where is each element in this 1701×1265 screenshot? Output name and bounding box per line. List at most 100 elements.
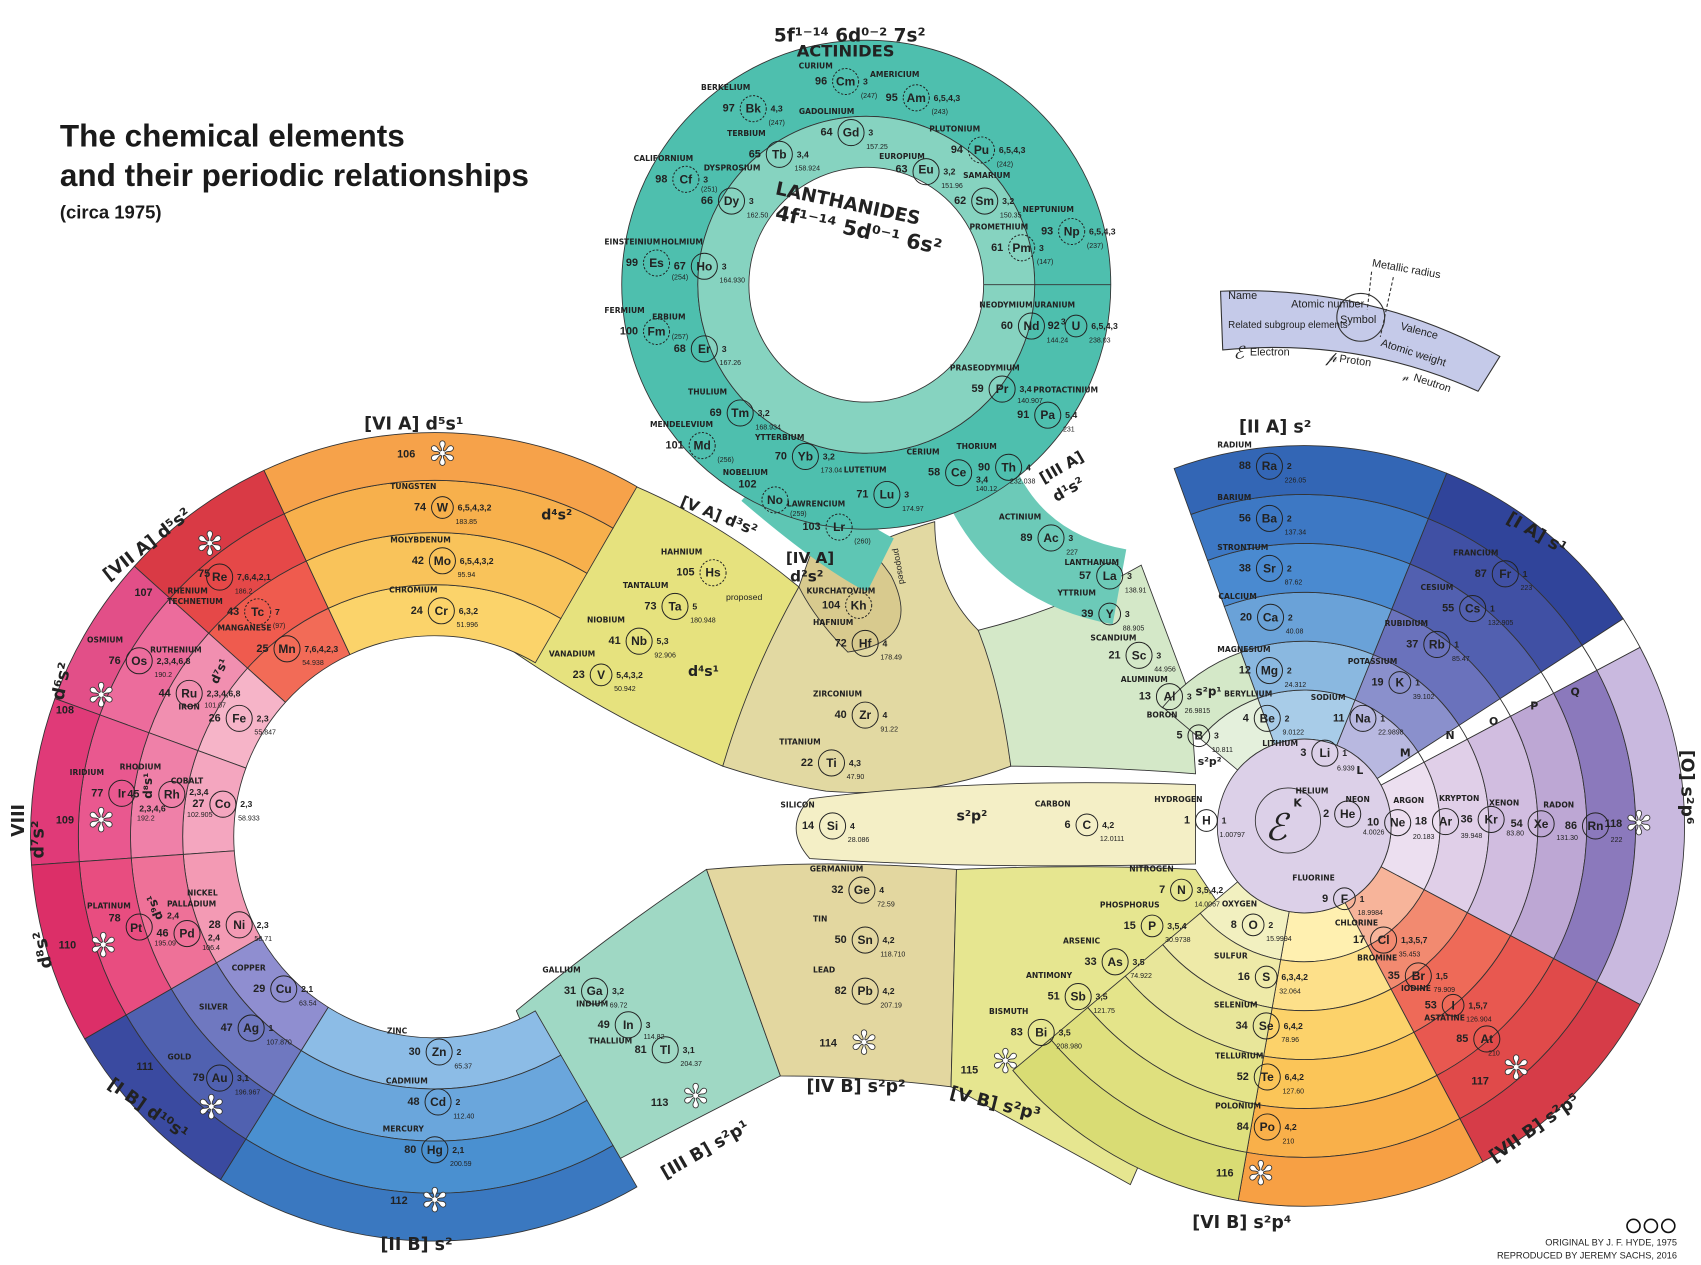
element-symbol: Er bbox=[698, 342, 711, 356]
element-circle bbox=[672, 165, 700, 193]
valence: 7,6,4,2,3 bbox=[304, 644, 338, 654]
atomic-weight: 69.72 bbox=[610, 1002, 628, 1009]
asterisk-icon: ✻ bbox=[196, 525, 223, 563]
element-name: OSMIUM bbox=[87, 635, 123, 644]
element-circle bbox=[688, 432, 716, 460]
element-circle bbox=[848, 876, 876, 904]
atomic-weight: 26.9815 bbox=[1185, 708, 1211, 715]
valence: 3,2 bbox=[943, 167, 955, 177]
element-name: RADIUM bbox=[1217, 441, 1252, 450]
element-symbol: Ar bbox=[1439, 815, 1453, 829]
legend-electron: Electron bbox=[1250, 346, 1290, 358]
band-iib bbox=[219, 1138, 638, 1242]
label-vib: [VI B] s²p⁴ bbox=[1192, 1213, 1291, 1233]
atomic-number: 24 bbox=[411, 605, 423, 617]
element-symbol: Co bbox=[215, 797, 231, 811]
atomic-number: 84 bbox=[1237, 1121, 1249, 1133]
element-name: LEAD bbox=[813, 966, 835, 975]
atomic-number: 53 bbox=[1425, 999, 1437, 1011]
element-symbol: Te bbox=[1261, 1070, 1274, 1084]
valence: 3 bbox=[1214, 731, 1219, 741]
element-name: SODIUM bbox=[1311, 693, 1346, 702]
atomic-number: 90 bbox=[978, 461, 990, 473]
element-name: RUTHENIUM bbox=[150, 645, 202, 654]
element-name: MENDELEVIUM bbox=[650, 420, 713, 429]
element-name: HAFNIUM bbox=[813, 618, 853, 627]
atomic-number: 104 bbox=[822, 599, 840, 611]
electron-icon: ℰ bbox=[1265, 806, 1291, 849]
valence: 2,1 bbox=[301, 984, 313, 994]
element-symbol: Hg bbox=[427, 1143, 443, 1157]
element-symbol: Lu bbox=[880, 487, 895, 501]
element-symbol: Cs bbox=[1465, 602, 1481, 616]
element-symbol: Sm bbox=[975, 194, 994, 208]
legend-metallic-radius: Metallic radius bbox=[1371, 257, 1442, 281]
valence: 2 bbox=[1268, 920, 1273, 930]
valence: 2 bbox=[1287, 666, 1292, 676]
atomic-number: 18 bbox=[1415, 816, 1427, 828]
valence: 3 bbox=[1039, 243, 1044, 253]
element-circle bbox=[1255, 554, 1283, 582]
atomic-weight: 162.50 bbox=[747, 212, 769, 219]
atomic-number: 41 bbox=[609, 635, 621, 647]
element-name: SILICON bbox=[780, 800, 814, 809]
valence: 1 bbox=[1222, 816, 1227, 826]
valence: 5,4,3,2 bbox=[616, 670, 643, 680]
element-symbol: Pm bbox=[1012, 241, 1031, 255]
atomic-number: 95 bbox=[886, 92, 898, 104]
band-iiia-inner bbox=[1162, 651, 1259, 740]
label-zero: [O] s²p⁶ bbox=[1676, 750, 1696, 825]
valence: 1 bbox=[1490, 604, 1495, 614]
element-name: TECHNETIUM bbox=[167, 597, 223, 606]
atomic-number: 65 bbox=[749, 148, 761, 160]
element-symbol: Cd bbox=[430, 1095, 446, 1109]
element-circle bbox=[661, 592, 689, 620]
atomic-number: 13 bbox=[1139, 691, 1151, 703]
element-symbol: Ra bbox=[1262, 459, 1278, 473]
atomic-number: 114 bbox=[819, 1037, 837, 1049]
atomic-number: 82 bbox=[835, 985, 847, 997]
valence: 2,1 bbox=[452, 1145, 464, 1155]
atomic-number: 5 bbox=[1176, 730, 1182, 742]
atomic-weight: 58.933 bbox=[238, 816, 260, 823]
element-symbol: Tl bbox=[660, 1043, 671, 1057]
atomic-number: 109 bbox=[56, 815, 74, 827]
element-name: COBALT bbox=[171, 777, 204, 786]
atomic-number: 67 bbox=[674, 260, 686, 272]
atomic-weight: 44.956 bbox=[1154, 667, 1176, 674]
atomic-weight: 144.24 bbox=[1047, 337, 1069, 344]
atomic-weight: (243) bbox=[931, 109, 947, 116]
atomic-number: 81 bbox=[635, 1044, 647, 1056]
atomic-number: 71 bbox=[856, 488, 868, 500]
valence: 3,5 bbox=[1133, 957, 1145, 967]
element-circle bbox=[817, 749, 846, 777]
element-symbol: Hf bbox=[859, 636, 872, 650]
atomic-weight: 183.85 bbox=[455, 519, 477, 526]
element-symbol: Lr bbox=[833, 520, 845, 534]
valence: 2 bbox=[1287, 461, 1292, 471]
atomic-weight: 39.948 bbox=[1461, 833, 1483, 840]
undiscovered-element-112: ✻112 bbox=[390, 1181, 449, 1220]
element-symbol: N bbox=[1177, 883, 1186, 897]
element-symbol: Os bbox=[131, 654, 147, 668]
valence: 5 bbox=[692, 601, 697, 611]
atomic-number: 3 bbox=[1300, 747, 1306, 759]
atomic-weight: 54.938 bbox=[302, 660, 324, 667]
